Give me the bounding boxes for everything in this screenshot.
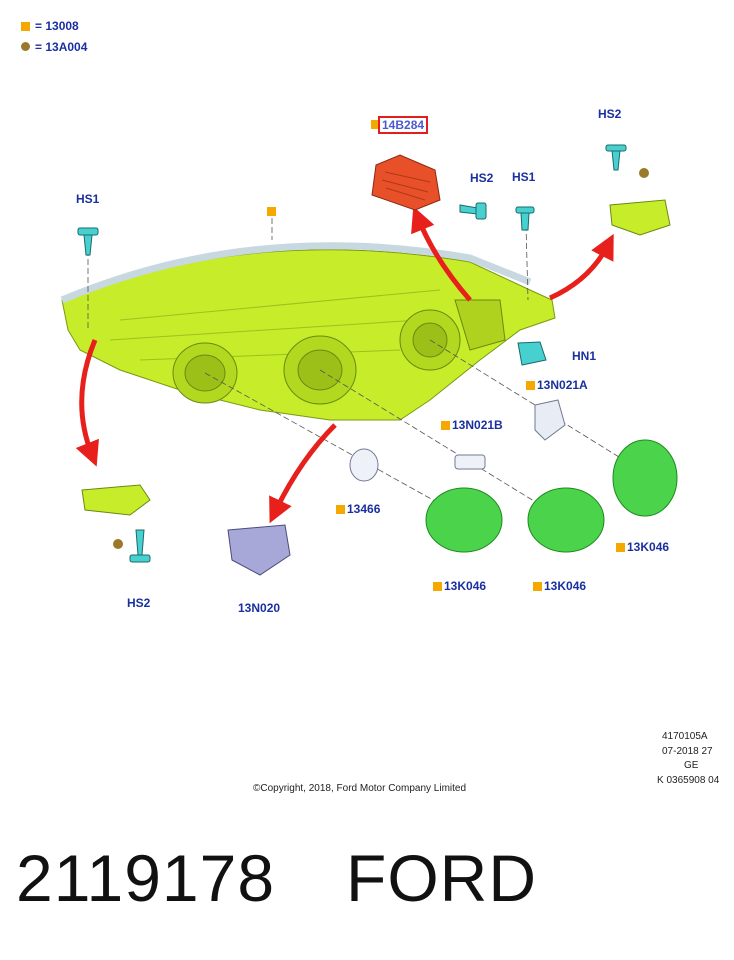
square-icon-13K046-right (616, 543, 625, 552)
red-arrows (75, 206, 614, 524)
illustration-lang: GE (684, 760, 699, 771)
square-icon-13K046-mid (533, 582, 542, 591)
part-label-hs2-top-right: HS2 (598, 107, 622, 121)
part-number: 2119178 (16, 841, 276, 915)
illustration-code: 4170105A (662, 731, 708, 742)
square-icon-13N021A (526, 381, 535, 390)
bulb-13466 (349, 448, 379, 482)
part-label-13N020: 13N020 (238, 601, 281, 615)
part-label-13K046-left: 13K046 (444, 579, 487, 593)
illustration-ref: K 0365908 04 (657, 775, 720, 786)
bracket-top-right (609, 199, 671, 236)
bulb-13N021B (454, 454, 486, 470)
bracket-bottom-left (81, 484, 151, 516)
module-14B284 (371, 154, 441, 211)
illustration-date: 07-2018 27 (662, 746, 713, 757)
part-label-13K046-mid: 13K046 (544, 579, 587, 593)
clip-HN1 (517, 341, 547, 366)
square-icon-housing (267, 207, 276, 216)
part-label-14B284: 14B284 (378, 116, 429, 134)
headlamp-housing (60, 242, 556, 421)
bulb-13N021A (534, 399, 566, 441)
caps-13K046 (425, 439, 678, 553)
nut-dot-icon (639, 168, 649, 178)
square-icon-14B284 (371, 120, 380, 129)
brand-name: FORD (346, 841, 537, 915)
part-label-hn1: HN1 (572, 349, 597, 363)
part-label-hs1-left: HS1 (76, 192, 100, 206)
nut-dot-icon-2 (113, 539, 123, 549)
part-label-13N021A: 13N021A (537, 378, 588, 392)
legend-dot-icon (21, 42, 30, 51)
legend-label-13A004: = 13A004 (35, 40, 88, 54)
legend-square-icon (21, 22, 30, 31)
square-icon-13466 (336, 505, 345, 514)
square-icon-13K046-left (433, 582, 442, 591)
part-label-13K046-right: 13K046 (627, 540, 670, 554)
part-label-13466: 13466 (347, 502, 381, 516)
square-icon-13N021B (441, 421, 450, 430)
part-label-hs2-bottom: HS2 (127, 596, 151, 610)
legend-label-13008: = 13008 (35, 19, 79, 33)
socket-13N020 (227, 524, 291, 576)
part-label-13N021B: 13N021B (452, 418, 503, 432)
screw-icons (77, 144, 627, 563)
part-label-hs2-mid: HS2 (470, 171, 494, 185)
copyright-notice: ©Copyright, 2018, Ford Motor Company Lim… (253, 783, 467, 794)
leader-lines (87, 218, 641, 521)
part-label-hs1-mid: HS1 (512, 170, 536, 184)
